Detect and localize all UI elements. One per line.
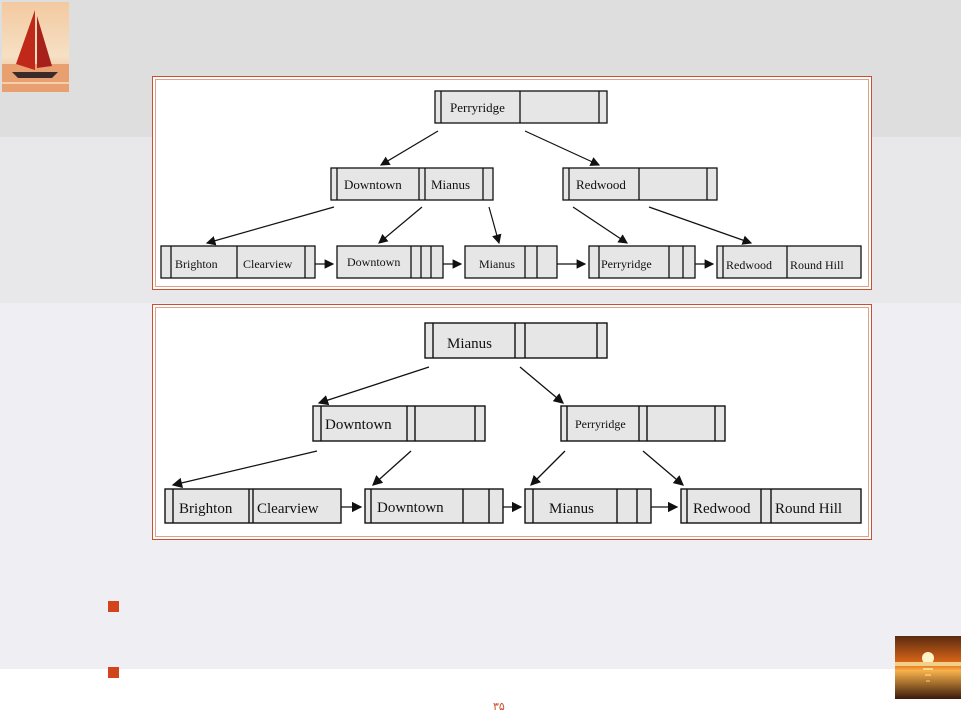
key-label: Downtown xyxy=(344,177,402,192)
key-label: Redwood xyxy=(576,177,626,192)
leaf-node xyxy=(164,488,342,524)
bullet-marker xyxy=(108,667,119,678)
key-label: Brighton xyxy=(179,501,233,517)
internal-node xyxy=(330,167,494,201)
key-label: Redwood xyxy=(693,501,751,517)
bullet-marker xyxy=(108,601,119,612)
key-label: Downtown xyxy=(325,417,392,433)
key-label: Clearview xyxy=(257,501,319,517)
root-node xyxy=(434,90,608,124)
key-label: Round Hill xyxy=(790,258,844,272)
leaf-node xyxy=(160,245,316,279)
key-label: Mianus xyxy=(447,336,492,352)
internal-node xyxy=(312,405,486,442)
leaf-node xyxy=(588,245,696,279)
key-label: Brighton xyxy=(175,257,218,271)
key-label: Round Hill xyxy=(775,501,842,517)
btree-after-diagram: Mianus Downtown Perryridge Brighton Clea… xyxy=(152,304,872,540)
key-label: Downtown xyxy=(347,255,400,269)
sunset-photo-icon xyxy=(895,636,961,699)
key-label: Downtown xyxy=(377,500,444,516)
page-number: ۳۵ xyxy=(493,701,505,713)
key-label: Mianus xyxy=(479,257,515,271)
key-label: Perryridge xyxy=(575,417,626,431)
leaf-node xyxy=(680,488,862,524)
key-label: Clearview xyxy=(243,257,293,271)
internal-node xyxy=(562,167,718,201)
key-label: Mianus xyxy=(431,177,470,192)
sailboat-photo-icon xyxy=(2,2,69,92)
btree-before-diagram: Perryridge Downtown Mianus Redwood Brigh… xyxy=(152,76,872,290)
leaf-node xyxy=(364,488,504,524)
root-node xyxy=(424,322,608,359)
internal-node xyxy=(560,405,726,442)
leaf-node xyxy=(524,488,652,524)
leaf-node xyxy=(464,245,558,279)
key-label: Mianus xyxy=(549,501,594,517)
leaf-node xyxy=(336,245,444,279)
key-label: Redwood xyxy=(726,258,772,272)
key-label: Perryridge xyxy=(450,100,505,115)
key-label: Perryridge xyxy=(601,257,652,271)
leaf-node xyxy=(716,245,862,279)
